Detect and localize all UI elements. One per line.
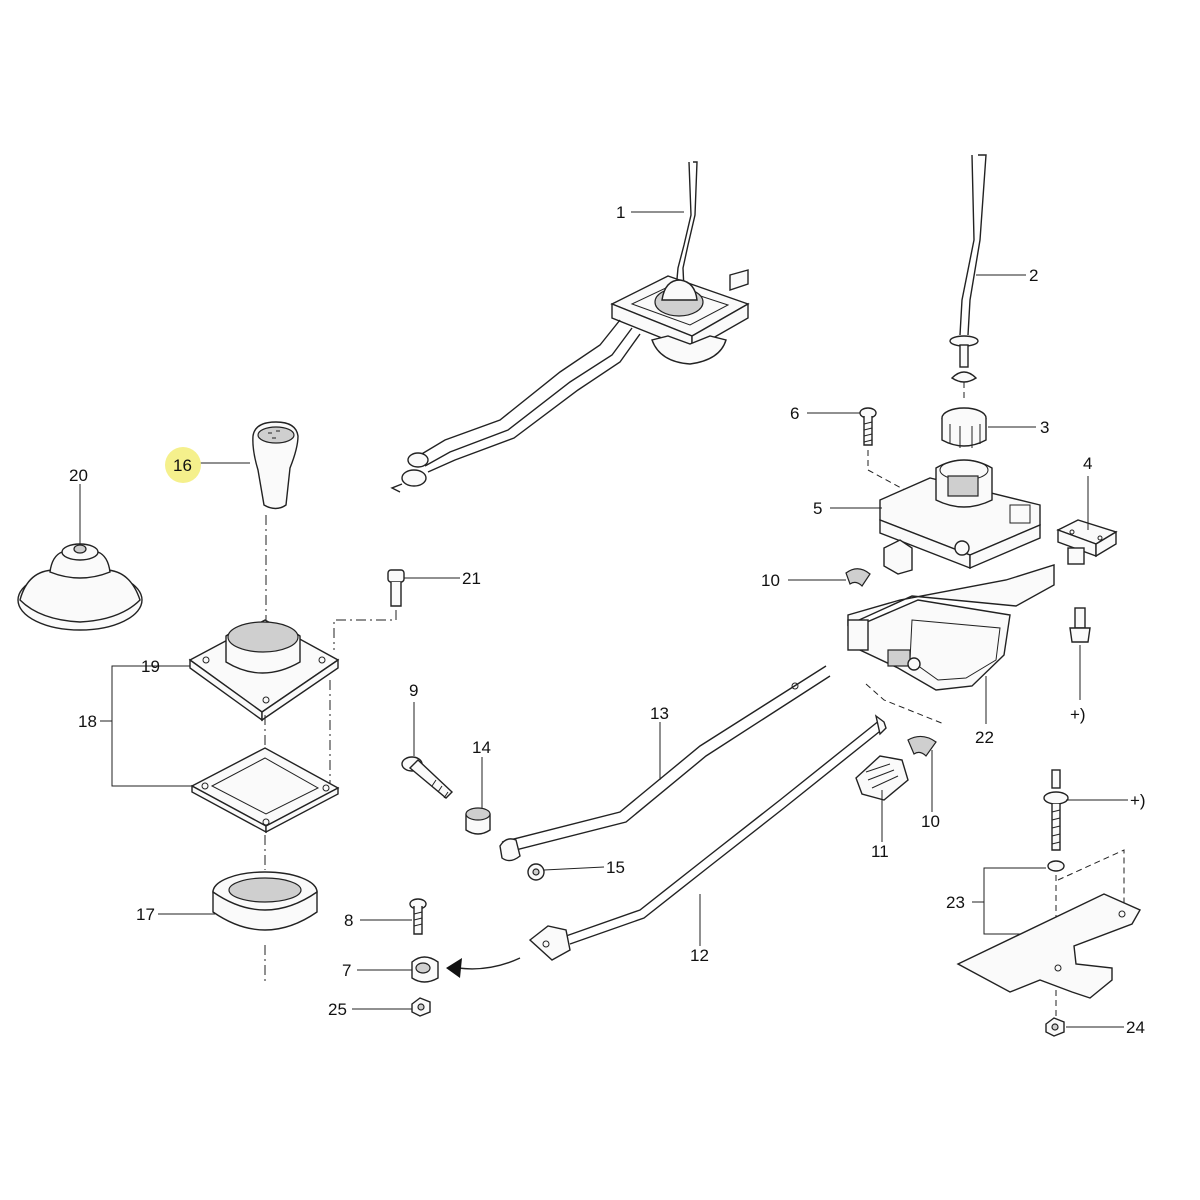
part-8-screw [409, 898, 427, 935]
part-15-nut [527, 863, 545, 881]
callout-18: 18 [78, 712, 97, 731]
part-25-nut [411, 997, 431, 1017]
callout-15: 15 [606, 858, 625, 877]
part-11-grommet [855, 755, 909, 801]
callout-labels: 1 2 3 4 5 6 7 8 9 10 10 11 12 13 14 15 1… [69, 203, 1146, 1037]
callout-plus-right: +) [1070, 705, 1086, 724]
part-5-upper-housing [879, 459, 1041, 575]
part-6-screw [859, 407, 877, 446]
part-10-clip-lower [907, 735, 937, 757]
callout-6: 6 [790, 404, 799, 423]
callout-3: 3 [1040, 418, 1049, 437]
callout-23: 23 [946, 893, 965, 912]
part-21-bolt [387, 569, 405, 607]
callout-14: 14 [472, 738, 491, 757]
callout-20: 20 [69, 466, 88, 485]
part-20-boot [17, 543, 143, 631]
part-7-bushing [411, 956, 439, 983]
part-1-shift-lever-assembly [390, 161, 750, 493]
part-16-gear-knob [252, 421, 299, 510]
part-14-bushing [465, 807, 491, 835]
highlight-marker [165, 447, 201, 483]
callout-13: 13 [650, 704, 669, 723]
callout-11: 11 [871, 842, 889, 861]
part-23-washer [1047, 860, 1065, 872]
part-plus-screw-right [1069, 607, 1091, 643]
part-3-bushing [941, 407, 987, 448]
part-18-gasket [190, 747, 340, 834]
part-17-ring [212, 871, 318, 931]
callout-5: 5 [813, 499, 822, 518]
callout-plus-lower: +) [1130, 791, 1146, 810]
part-9-long-bolt [401, 756, 454, 799]
callout-25: 25 [328, 1000, 347, 1019]
part-plus-stud [1043, 769, 1069, 851]
part-24-nut [1045, 1017, 1065, 1037]
arrow-connector [446, 957, 521, 978]
callout-2: 2 [1029, 266, 1038, 285]
part-12-shift-cable [528, 714, 887, 961]
callout-8: 8 [344, 911, 353, 930]
part-10-clip-upper [845, 568, 871, 587]
callout-1: 1 [616, 203, 625, 222]
part-19-collar-plate [188, 619, 340, 722]
callout-24: 24 [1126, 1018, 1145, 1037]
callout-7: 7 [342, 961, 351, 980]
callout-17: 17 [136, 905, 155, 924]
callout-16: 16 [173, 456, 192, 475]
callout-19: 19 [141, 657, 160, 676]
leader-lines [79, 211, 1128, 1028]
callout-9: 9 [409, 681, 418, 700]
callout-4: 4 [1083, 454, 1092, 473]
callout-12: 12 [690, 946, 709, 965]
callout-10-upper: 10 [761, 571, 780, 590]
part-13-selector-rod [499, 665, 831, 862]
part-2-shift-rod [949, 154, 987, 383]
callout-21: 21 [462, 569, 481, 588]
part-4-block [1056, 519, 1118, 565]
part-23-bracket [956, 893, 1141, 999]
part-22-lower-housing [847, 564, 1055, 691]
callout-10-lower: 10 [921, 812, 940, 831]
callout-22: 22 [975, 728, 994, 747]
